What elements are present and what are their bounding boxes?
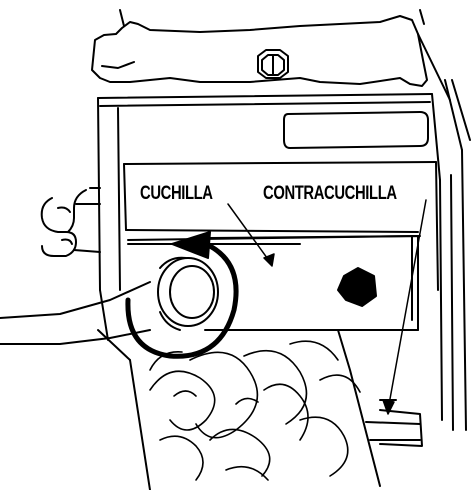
rotation-arrow-icon xyxy=(128,232,236,356)
blade-label: CUCHILLA xyxy=(140,184,213,203)
chute xyxy=(98,236,422,490)
hex-bolt-icon xyxy=(338,268,376,306)
cut-material xyxy=(150,341,360,480)
blade-leader-line xyxy=(228,204,274,266)
machine-body xyxy=(42,80,470,430)
counter-blade-label: CONTRACUCHILLA xyxy=(263,184,397,203)
hand xyxy=(0,258,218,344)
top-hex-nut xyxy=(258,50,288,78)
opening-frame xyxy=(124,162,438,290)
